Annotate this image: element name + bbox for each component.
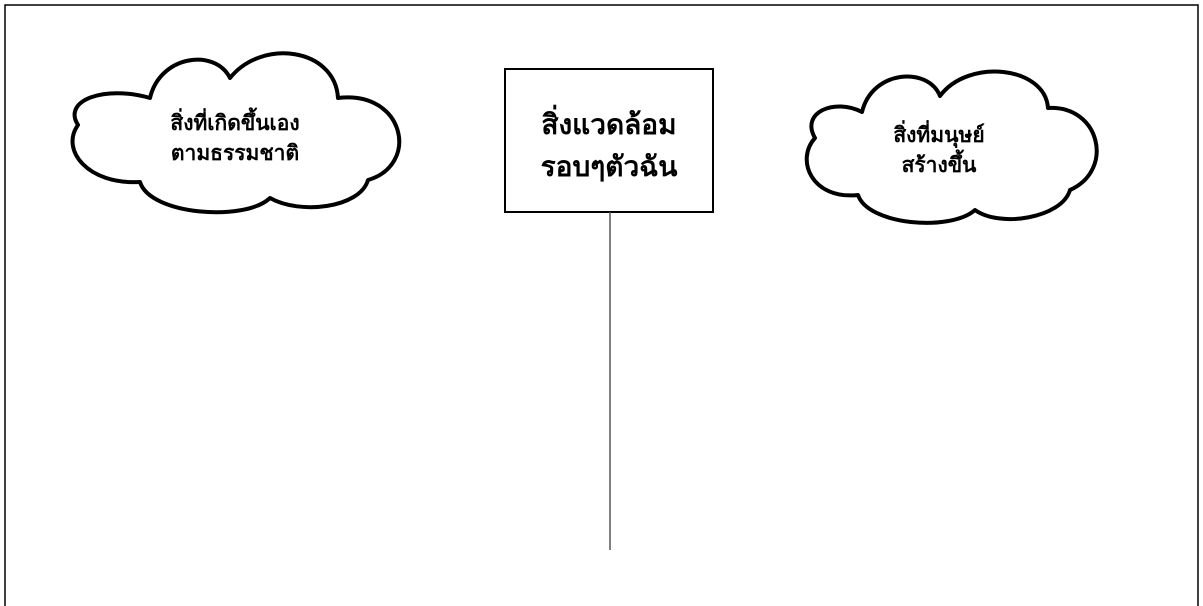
right-cloud-line2: สร้างขึ้น xyxy=(901,153,977,178)
left-cloud-line2: ตามธรรมชาติ xyxy=(170,141,300,166)
right-cloud-shape xyxy=(804,69,1099,225)
left-cloud-line1: สิ่งที่เกิดขึ้นเอง xyxy=(170,111,300,135)
center-box-line2: รอบๆตัวฉัน xyxy=(540,150,678,183)
left-cloud-label: สิ่งที่เกิดขึ้นเอง ตามธรรมชาติ xyxy=(95,108,375,169)
center-box-shape xyxy=(504,68,714,213)
center-box-line1: สิ่งแวดล้อม xyxy=(541,108,677,141)
left-cloud-shape xyxy=(70,51,402,215)
right-cloud-label: สิ่งที่มนุษย์ สร้างขึ้น xyxy=(815,120,1063,181)
right-cloud-line1: สิ่งที่มนุษย์ xyxy=(893,123,985,147)
page-border xyxy=(4,4,1199,606)
center-box-label: สิ่งแวดล้อม รอบๆตัวฉัน xyxy=(505,104,713,188)
